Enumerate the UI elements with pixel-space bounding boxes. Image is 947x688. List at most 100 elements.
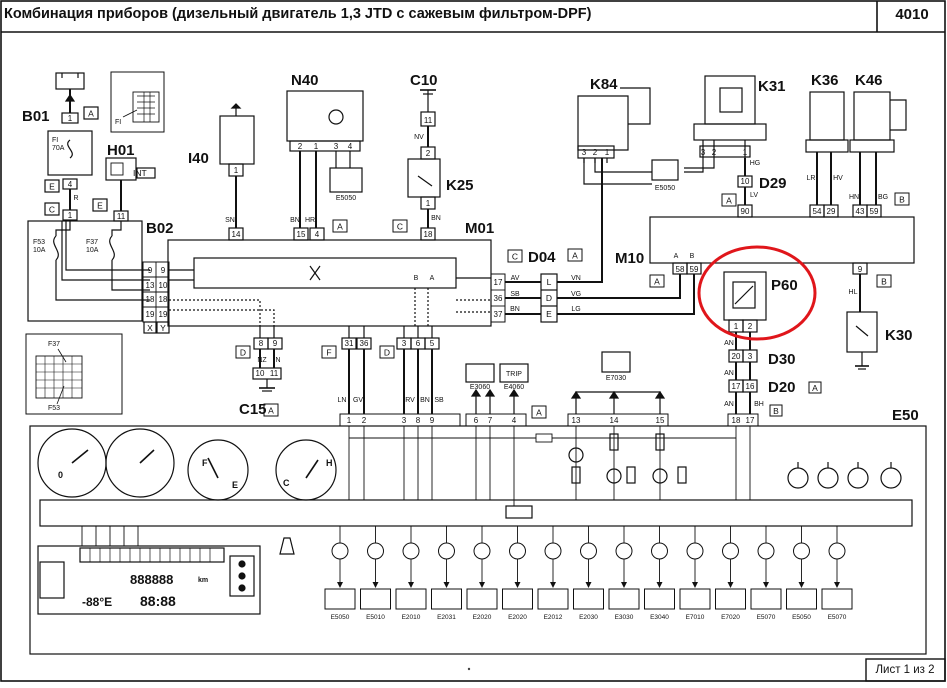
arrow-down-icon [621,582,627,588]
pin-label: 37 [494,310,503,319]
pin-label: 58 [676,265,685,274]
wire-code: HV [833,175,843,182]
arrow-down-icon [443,582,450,588]
tag-a: A [337,222,343,232]
pin-label: 4 [348,142,353,151]
pin-label: 4 [68,180,73,189]
indicator-symbol-box [821,588,853,610]
page-indicator-box [865,658,946,682]
indicator-symbol-label: E3030 [615,614,634,621]
wire-code: BN [420,397,430,404]
pin-label: 6 [474,416,479,425]
battery-symbol [55,72,85,90]
pin-label: 11 [270,369,279,378]
pin-label: 9 [273,339,278,348]
pin-label: 13 [146,281,155,290]
indicator-symbol-box [502,588,533,610]
pin-label: 20 [732,352,741,361]
warning-lamp-icon [793,542,810,560]
label-i40: I40 [188,150,209,167]
indicator-symbol-box [715,588,746,610]
tag-c: C [512,252,518,262]
indicator-symbol-label: E2030 [579,614,598,621]
inset-f53-label: F53 [48,405,60,412]
warning-lamp-icon [367,542,384,560]
label-m01: M01 [465,220,494,237]
pin-label: 2 [712,148,717,157]
wire-code: HR [305,217,315,224]
arrow-down-icon [656,582,663,588]
pin-label: 36 [494,294,503,303]
label-d04: D04 [528,249,556,266]
warning-lamp-icon [544,542,562,560]
label-k36: K36 [811,72,839,89]
tag-e-d04: E [546,309,552,319]
warning-lamp-icon [580,542,597,560]
pin-label: 17 [494,278,503,287]
pin-label: 18 [146,295,155,304]
pin-label: 90 [741,207,750,216]
label-e50: E50 [892,407,919,424]
wire-code: HN [849,194,859,201]
k30-switch [846,311,878,353]
wire-code: R [73,195,78,202]
wire-code: B [414,275,419,282]
arrow-down-icon [763,582,769,588]
pin-label: 2 [748,322,753,331]
pin-label: 1 [68,114,73,123]
warning-lamp-icon [402,542,420,560]
pin-label: 2 [362,416,367,425]
caption-e5050-top: E5050 [336,195,356,202]
tag-x: X [147,323,153,333]
pin-label: 1 [426,199,431,208]
tag-a: A [726,196,732,206]
label-b02: B02 [146,220,174,237]
tag-d: D [384,348,390,358]
int-label: INT [133,168,147,178]
wire-code: VG [571,291,581,298]
indicator-symbol-box [679,588,711,610]
pin-label: 10 [256,369,265,378]
indicator-symbol-label: E2020 [508,614,527,621]
warning-lamp-icon [509,542,526,560]
warning-lamp-icon [438,542,455,560]
pin-label: 5 [430,339,435,348]
sheet-number: 4010 [895,6,929,23]
pin-label: 11 [117,212,126,221]
pin-label: 13 [572,416,581,425]
i40-switch [219,115,255,165]
tag-y: Y [160,323,166,333]
indicator-symbol-box [466,588,498,610]
label-h01: H01 [107,142,135,159]
label-b01: B01 [22,108,50,125]
pin-label: 19 [159,310,168,319]
pin-label: 29 [827,207,836,216]
pin-label: 3 [701,148,706,157]
indicator-symbol-label: E2010 [402,614,421,621]
wire-code: LV [750,192,758,199]
label-d20: D20 [768,379,796,396]
pin-label: 1 [743,148,748,157]
fuse-f1-rating: 70A [52,145,65,152]
tag-e: E [97,201,103,211]
pin-label: 54 [813,207,822,216]
pin-label: 1 [347,416,352,425]
warning-lamp-icon [651,542,668,560]
speed-mark: 0 [58,470,63,480]
warning-lamp-icon [757,542,775,560]
label-m10: M10 [615,250,644,267]
wire-code: LN [338,397,347,404]
wire-code: BN [510,306,520,313]
tag-a: A [654,277,660,287]
indicator-symbol-label: E5050 [792,614,811,621]
lcd-temp: -88°E [82,595,112,609]
h01-switch [105,157,137,181]
fuse-f53-rating: 10A [33,247,46,254]
k31-sensor [704,75,756,125]
warning-lamp-icon [331,542,349,560]
temp-h: H [326,458,333,468]
indicator-symbol-label: E7020 [721,614,740,621]
